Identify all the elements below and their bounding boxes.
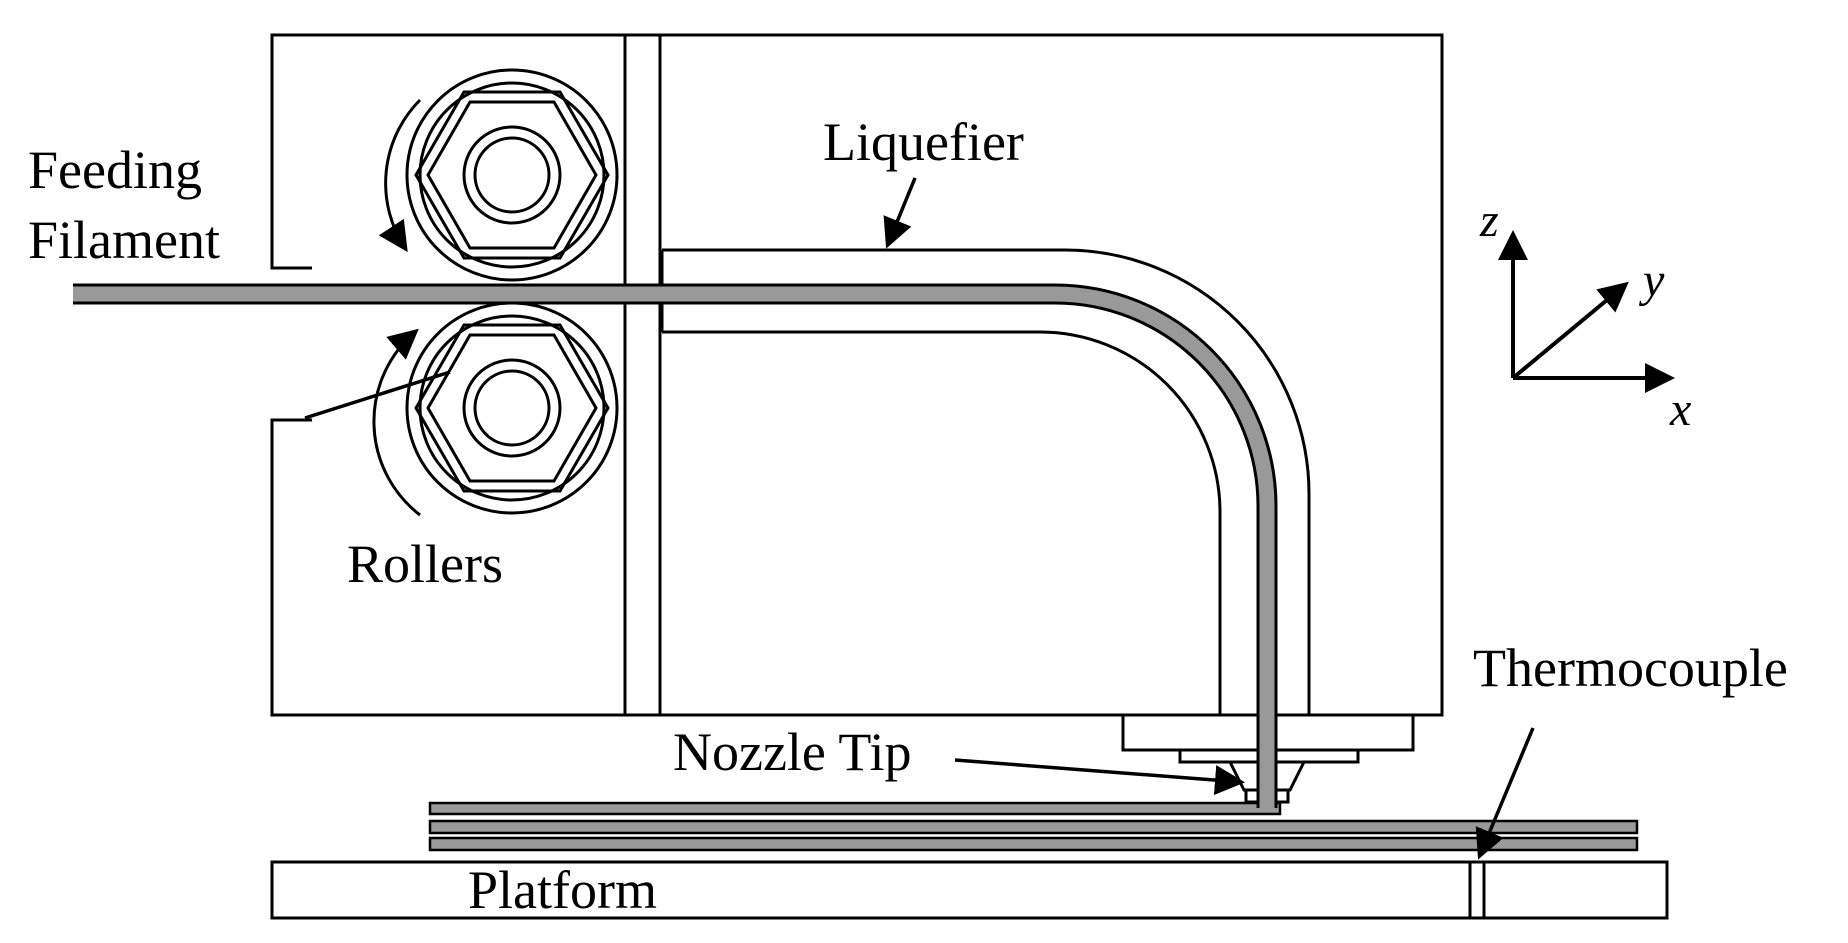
liquefier-inner-wall — [662, 330, 1222, 715]
thermocouple-probe — [1468, 860, 1486, 920]
platform-label: Platform — [468, 860, 657, 920]
thermocouple-label: Thermocouple — [1473, 638, 1788, 698]
nozzle-tip-label: Nozzle Tip — [673, 722, 912, 782]
deposited-layer-2 — [428, 819, 1639, 835]
upper-roller-rotation-arrow — [378, 98, 422, 253]
filament — [73, 283, 1278, 808]
y-axis-label: y — [1638, 254, 1665, 307]
z-axis-label: z — [1479, 194, 1499, 247]
liquefier-outer-wall — [662, 248, 1311, 715]
lower-roller-rotation-arrow — [372, 328, 421, 517]
liquefier-label: Liquefier — [823, 112, 1024, 172]
feeding-filament-label-line2: Filament — [28, 210, 220, 270]
nozzle-tip-pointer — [954, 758, 1245, 796]
deposited-layer-1 — [428, 836, 1639, 852]
lower-roller — [405, 301, 619, 515]
liquefier-pointer — [883, 177, 917, 249]
feeding-filament-label-line1: Feeding — [28, 140, 202, 200]
platform — [270, 860, 1669, 920]
coordinate-axes — [1498, 230, 1675, 393]
rollers-label: Rollers — [347, 534, 503, 594]
deposited-layer-3 — [428, 801, 1282, 816]
liquefier-block — [660, 33, 1444, 717]
thermocouple-pointer — [1475, 727, 1535, 860]
y-axis — [1511, 281, 1629, 380]
rollers-pointer — [304, 370, 451, 420]
upper-roller — [405, 68, 619, 282]
x-axis-label: x — [1669, 383, 1691, 436]
divider-plate — [623, 33, 662, 717]
